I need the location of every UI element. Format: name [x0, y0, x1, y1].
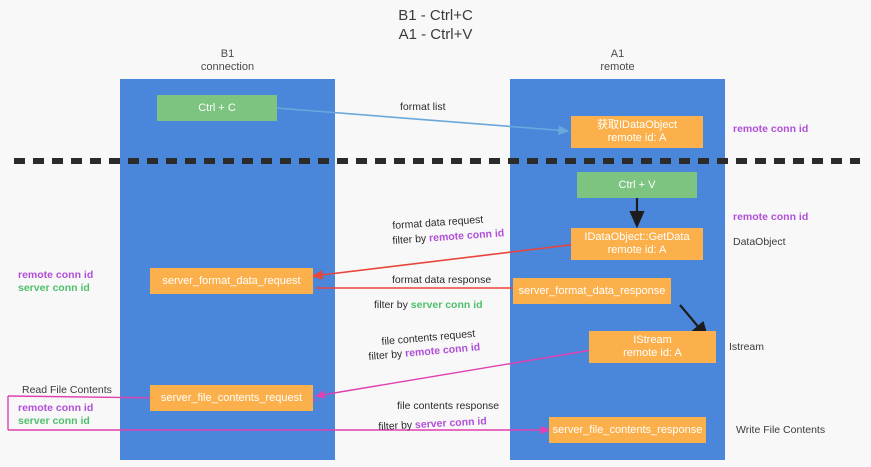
- page-title: B1 - Ctrl+C A1 - Ctrl+V: [398, 7, 473, 43]
- side-label-left-remote-conn-id: remote conn id: [18, 269, 94, 281]
- filter-prefix: filter by: [392, 232, 430, 247]
- label-format-data-response-filter: filter by server conn id: [374, 299, 483, 312]
- side-label-dataobject: DataObject: [733, 236, 786, 248]
- side-label-istream: Istream: [729, 341, 765, 353]
- box-ctrl-v[interactable]: Ctrl + V: [577, 172, 697, 198]
- filter-key: server conn id: [410, 299, 483, 311]
- side-label-read-file-contents: Read File Contents: [22, 384, 112, 396]
- box-server-format-data-response[interactable]: server_format_data_response: [513, 278, 671, 304]
- label-format-list: format list: [400, 101, 446, 113]
- filter-key: server conn id: [414, 415, 488, 432]
- side-label-remote-conn-id-top: remote conn id: [733, 123, 809, 135]
- filter-prefix: filter by: [374, 299, 411, 311]
- filter-key: remote conn id: [428, 227, 505, 245]
- box-istream[interactable]: IStream remote id: A: [589, 331, 716, 363]
- filter-prefix: filter by: [378, 419, 416, 433]
- label-file-contents-response: file contents response: [397, 400, 500, 412]
- column-header-b1: B1 connection: [200, 48, 255, 73]
- side-label-left-server-conn-id: server conn id: [18, 282, 90, 294]
- box-server-format-data-request[interactable]: server_format_data_request: [150, 268, 313, 294]
- box-server-file-contents-request[interactable]: server_file_contents_request: [150, 385, 313, 411]
- side-label-left-remote-conn-id-2: remote conn id: [18, 402, 94, 414]
- box-idataobject-getdata[interactable]: IDataObject::GetData remote id: A: [571, 228, 703, 260]
- side-label-write-file-contents: Write File Contents: [736, 424, 826, 436]
- box-server-file-contents-response[interactable]: server_file_contents_response: [549, 417, 706, 443]
- side-label-remote-conn-id-mid: remote conn id: [733, 211, 809, 223]
- box-get-idataobject[interactable]: 获取IDataObject remote id: A: [571, 116, 703, 148]
- column-header-a1: A1 remote: [600, 48, 635, 73]
- label-file-contents-response-filter: filter by server conn id: [378, 415, 487, 434]
- filter-prefix: filter by: [368, 347, 406, 363]
- side-label-left-server-conn-id-2: server conn id: [18, 415, 90, 427]
- box-ctrl-c[interactable]: Ctrl + C: [157, 95, 277, 121]
- label-format-data-response: format data response: [392, 274, 492, 286]
